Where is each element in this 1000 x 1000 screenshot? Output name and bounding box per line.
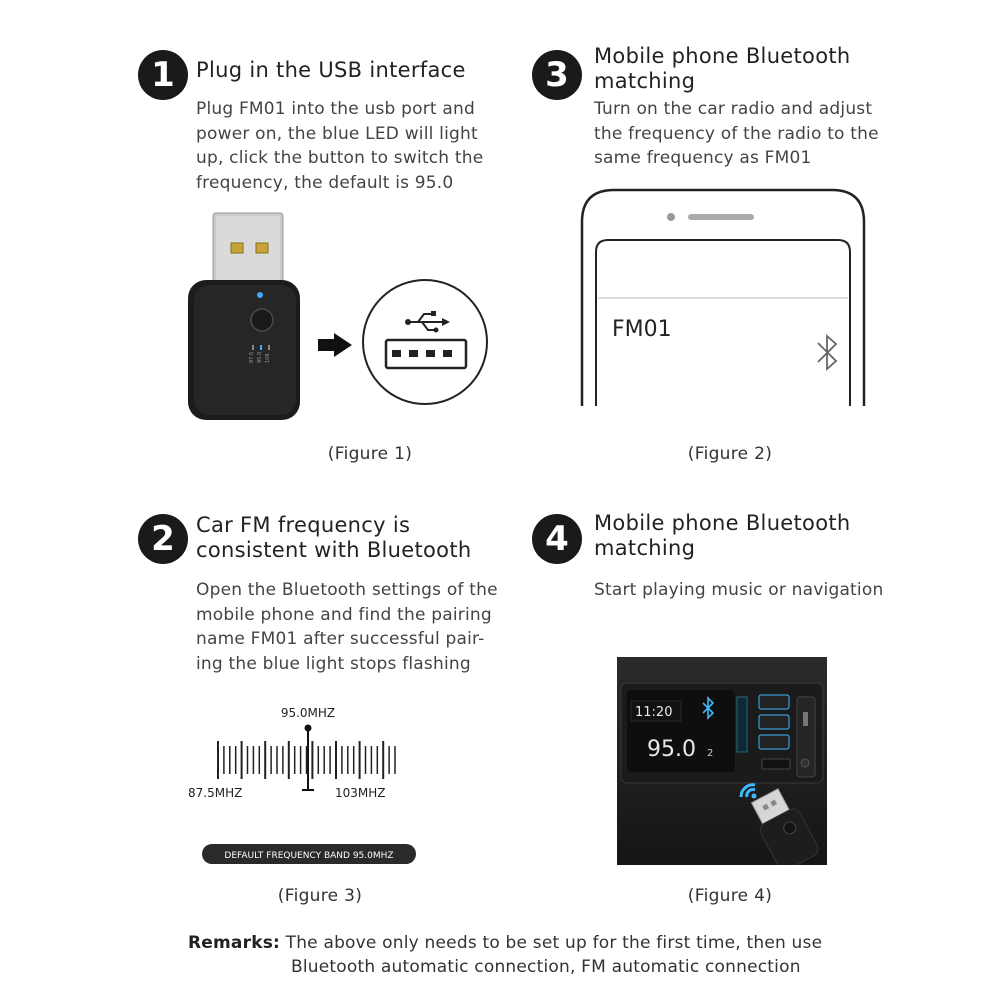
arrow-right-icon: [318, 333, 352, 357]
figure-4-caption: (Figure 4): [687, 886, 773, 906]
step-2-number-badge: 2: [138, 514, 188, 564]
figure-3-caption: (Figure 3): [277, 886, 363, 906]
bluetooth-icon: [702, 696, 715, 720]
step-3-title: Mobile phone Bluetooth matching: [594, 44, 851, 93]
bluetooth-icon: [817, 333, 838, 372]
usb-port-icon: [384, 338, 468, 370]
device-label-1: 87.5: [249, 352, 255, 363]
step-2-description: Open the Bluetooth settings of the mobil…: [196, 580, 498, 674]
remarks-line-2: Bluetooth automatic connection, FM autom…: [291, 957, 801, 977]
step-2-title: Car FM frequency is consistent with Blue…: [196, 513, 472, 562]
bluetooth-device-name[interactable]: FM01: [612, 317, 672, 342]
usb-icon: [405, 311, 450, 333]
usb-slot: [761, 758, 791, 770]
min-frequency-label: 87.5MHZ: [188, 786, 242, 800]
max-frequency-label: 103MHZ: [335, 786, 386, 800]
default-band-pill: [202, 844, 416, 864]
usb-plug-icon: [212, 212, 284, 292]
step-4-description: Start playing music or navigation: [594, 580, 884, 600]
remarks-line-1: Remarks: The above only needs to be set …: [188, 931, 822, 956]
center-frequency-label: 95.0MHZ: [281, 706, 335, 720]
figure-3-frequency-scale: 95.0MHZ 87.5MHZ 103MHZ DEFAULT FREQUENCY…: [188, 706, 416, 864]
device-label-3: 108: [265, 353, 271, 363]
step-1-title: Plug in the USB interface: [196, 58, 466, 82]
figure-4-car-radio-photo: 11:20 95.0 2: [617, 657, 827, 865]
default-band-label: DEFAULT FREQUENCY BAND 95.0MHZ: [224, 851, 393, 861]
figure-1-illustration: 87.5 95.0 108: [188, 212, 488, 420]
radio-mode-buttons[interactable]: [736, 696, 748, 753]
radio-clock-display: 11:20: [635, 705, 672, 720]
remarks-text-1: The above only needs to be set up for th…: [285, 933, 823, 953]
figure-2-caption: (Figure 2): [687, 444, 773, 464]
step-4-number-badge: 4: [532, 514, 582, 564]
radio-button-3[interactable]: [758, 734, 790, 750]
device-label-2: 95.0: [257, 352, 263, 363]
fm-transmitter-dongle: [750, 788, 819, 865]
step-1-description: Plug FM01 into the usb port and power on…: [196, 99, 484, 193]
figure-2-phone-illustration: FM01: [580, 188, 866, 406]
frequency-ticks: [217, 741, 396, 779]
step-3-number-badge: 3: [532, 50, 582, 100]
radio-channel-display: 2: [707, 748, 713, 759]
radio-button-1[interactable]: [758, 694, 790, 710]
step-1-number-badge: 1: [138, 50, 188, 100]
radio-button-2[interactable]: [758, 714, 790, 730]
wifi-signal-icon: [739, 783, 757, 799]
step-3-description: Turn on the car radio and adjust the fre…: [594, 99, 879, 168]
step-4-title: Mobile phone Bluetooth matching: [594, 511, 851, 560]
radio-frequency-display: 95.0: [647, 737, 696, 762]
led-indicator: [257, 292, 263, 298]
remarks-label: Remarks:: [188, 933, 281, 953]
device-button: [250, 308, 274, 332]
figure-1-caption: (Figure 1): [327, 444, 413, 464]
